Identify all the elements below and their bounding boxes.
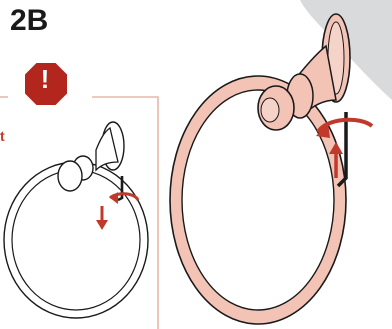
- exclamation-icon: !: [38, 66, 52, 92]
- small-towel-ring: [4, 122, 148, 318]
- large-knob-highlight: [261, 98, 279, 122]
- large-towel-ring: [170, 14, 372, 324]
- cropped-text: t: [0, 128, 5, 144]
- large-ring-inner: [182, 90, 334, 310]
- small-knob: [58, 161, 82, 191]
- step-label: 2B: [10, 4, 48, 38]
